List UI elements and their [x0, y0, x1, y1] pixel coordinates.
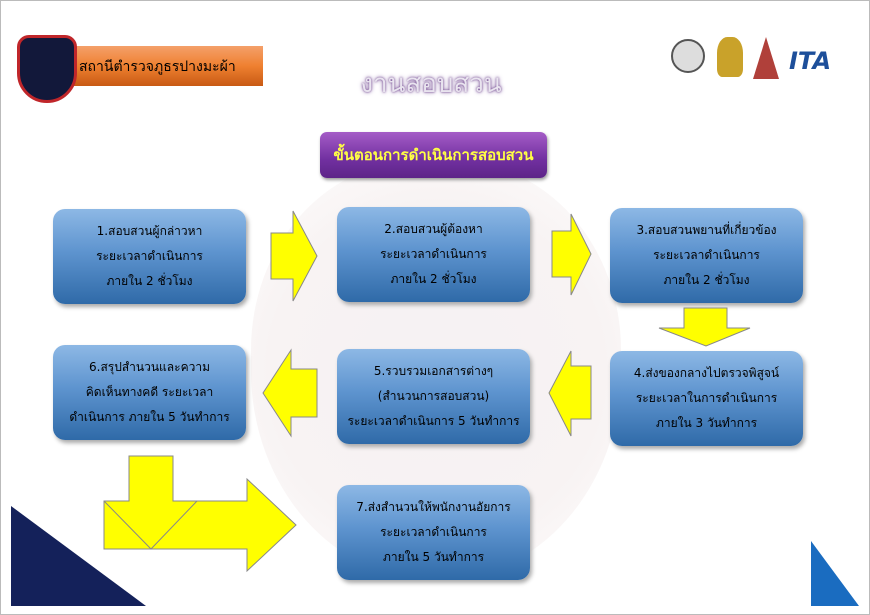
ita-logo: ITA: [789, 47, 832, 75]
arrow-down-icon: [658, 307, 751, 347]
step-3: 3.สอบสวนพยานที่เกี่ยวข้องระยะเวลาดำเนินก…: [610, 208, 803, 303]
step-text: 3.สอบสวนพยานที่เกี่ยวข้อง: [636, 223, 777, 237]
magnifier-globe-icon: [671, 39, 705, 73]
step-text: ระยะเวลาดำเนินการ 5 วันทำการ: [347, 414, 520, 428]
step-text: 4.ส่งของกลางไปตรวจพิสูจน์: [633, 366, 780, 380]
step-5: 5.รวบรวมเอกสารต่างๆ (สำนวนการสอบสวน) ระยะเ…: [337, 349, 530, 444]
step-text: ภายใน 5 วันทำการ: [382, 550, 485, 564]
arrow-right-icon: [270, 210, 318, 302]
corner-triangle-left: [11, 506, 146, 606]
step-text: (สำนวนการสอบสวน): [377, 389, 490, 403]
step-text: 6.สรุปสำนวนและความ: [89, 360, 210, 374]
arrow-right-icon: [551, 213, 592, 296]
step-text: ภายใน 3 วันทำการ: [655, 416, 758, 430]
arrow-bent-right-icon: [103, 455, 297, 573]
temple-icon: [753, 37, 779, 79]
step-text: ระยะเวลาดำเนินการ: [380, 525, 487, 539]
step-7: 7.ส่งสำนวนให้พนักงานอัยการระยะเวลาดำเนิน…: [337, 485, 530, 580]
section-button[interactable]: ขั้นตอนการดำเนินการสอบสวน: [320, 132, 547, 178]
corner-triangle-right: [811, 541, 859, 606]
step-2: 2.สอบสวนผู้ต้องหาระยะเวลาดำเนินการภายใน …: [337, 207, 530, 302]
step-text: ระยะเวลาดำเนินการ: [380, 247, 487, 261]
crest-icon: [717, 37, 743, 77]
arrow-left-icon: [548, 350, 592, 437]
step-text: ภายใน 2 ชั่วโมง: [106, 274, 193, 288]
step-text: คิดเห็นทางคดี ระยะเวลา: [85, 385, 214, 399]
step-text: ระยะเวลาดำเนินการ: [653, 248, 760, 262]
step-text: 7.ส่งสำนวนให้พนักงานอัยการ: [356, 500, 511, 514]
step-text: 2.สอบสวนผู้ต้องหา: [384, 222, 483, 236]
page-title: งานสอบสวน: [360, 69, 502, 99]
step-6: 6.สรุปสำนวนและความคิดเห็นทางคดี ระยะเวลา…: [53, 345, 246, 440]
step-text: ระยะเวลาดำเนินการ: [96, 249, 203, 263]
step-4: 4.ส่งของกลางไปตรวจพิสูจน์ระยะเวลาในการดำ…: [610, 351, 803, 446]
step-text: ภายใน 2 ชั่วโมง: [663, 273, 750, 287]
station-banner: สถานีตำรวจภูธรปางมะผ้า: [71, 46, 263, 86]
police-badge-logo: [17, 35, 77, 103]
arrow-left-icon: [262, 348, 318, 438]
step-text: ภายใน 2 ชั่วโมง: [390, 272, 477, 286]
step-text: ระยะเวลาในการดำเนินการ: [635, 391, 778, 405]
station-name: สถานีตำรวจภูธรปางมะผ้า: [79, 59, 236, 75]
step-text: ดำเนินการ ภายใน 5 วันทำการ: [69, 410, 230, 424]
step-text: 5.รวบรวมเอกสารต่างๆ: [373, 364, 494, 378]
step-1: 1.สอบสวนผู้กล่าวหาระยะเวลาดำเนินการภายใน…: [53, 209, 246, 304]
step-text: 1.สอบสวนผู้กล่าวหา: [96, 224, 203, 238]
